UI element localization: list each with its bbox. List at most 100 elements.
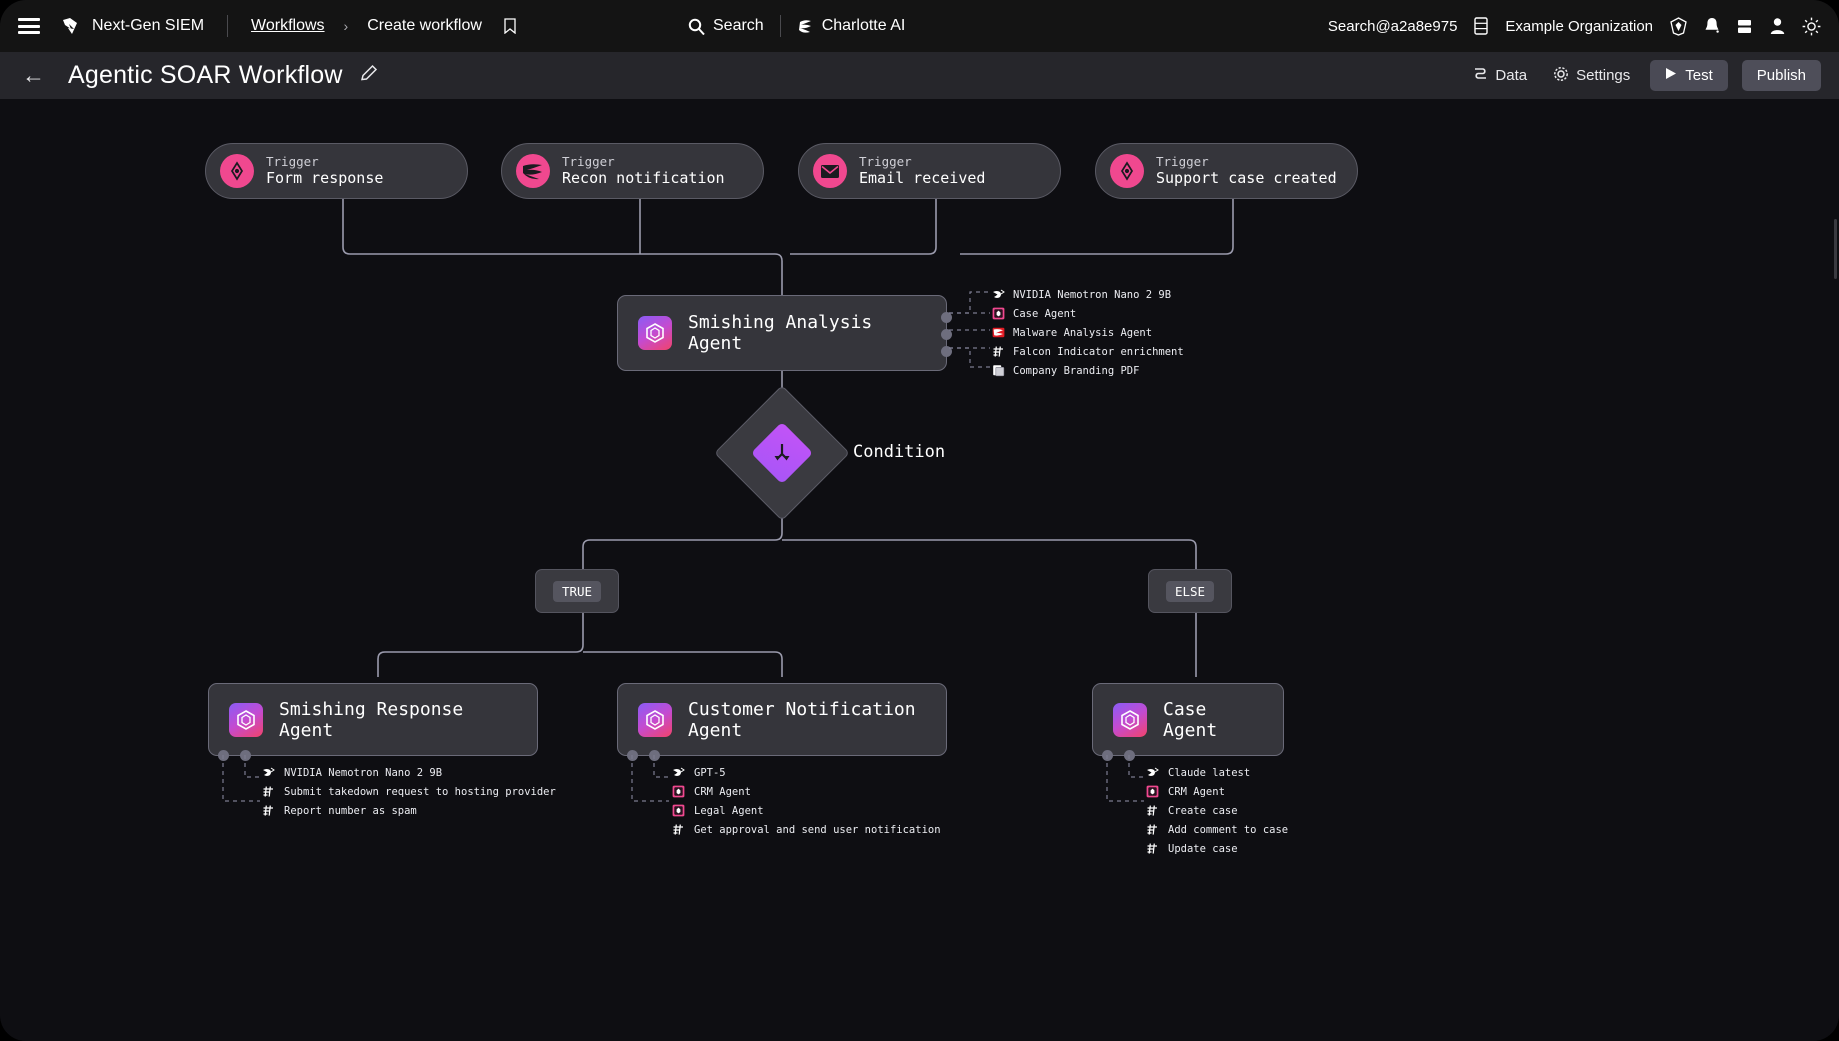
sub-item-label: Add comment to case xyxy=(1168,823,1289,836)
hamburger-icon[interactable] xyxy=(18,18,40,34)
trigger-name-label: Email received xyxy=(859,169,986,188)
trigger-node-email-received[interactable]: Trigger Email received xyxy=(798,143,1061,199)
case-agent-icon xyxy=(672,785,685,798)
edge-layer xyxy=(342,199,1234,677)
organization-label: Example Organization xyxy=(1505,17,1653,35)
play-icon xyxy=(1665,67,1677,84)
settings-label: Settings xyxy=(1576,67,1631,84)
server-icon[interactable] xyxy=(1473,17,1489,35)
divider xyxy=(227,15,229,37)
attachment-label: Company Branding PDF xyxy=(1013,364,1140,377)
bookmark-icon[interactable] xyxy=(503,18,517,34)
action-icon xyxy=(992,345,1005,358)
sub-item-label: GPT-5 xyxy=(694,766,726,779)
breadcrumb-workflows[interactable]: Workflows xyxy=(251,17,325,34)
attachment-item[interactable]: Company Branding PDF xyxy=(992,361,1184,380)
sub-item[interactable]: CRM Agent xyxy=(672,782,941,801)
data-icon xyxy=(1473,66,1488,85)
action-icon xyxy=(1146,823,1159,836)
organization-selector[interactable]: Example Organization xyxy=(1505,18,1653,35)
publish-button[interactable]: Publish xyxy=(1741,60,1821,91)
profile-icon[interactable] xyxy=(1769,17,1786,35)
sub-item[interactable]: Get approval and send user notification xyxy=(672,820,941,839)
sub-item-label: Legal Agent xyxy=(694,804,764,817)
trigger-kind-label: Trigger xyxy=(1156,153,1209,169)
agent-node-customer-notification[interactable]: Customer Notification Agent xyxy=(617,683,947,761)
trigger-name-label: Support case created xyxy=(1156,169,1337,188)
trigger-kind-label: Trigger xyxy=(859,153,912,169)
search-icon xyxy=(688,18,705,35)
attachment-label: Malware Analysis Agent xyxy=(1013,326,1153,339)
pencil-icon[interactable] xyxy=(359,63,379,88)
action-icon xyxy=(262,785,275,798)
branch-icon xyxy=(750,421,814,485)
sub-item-label: NVIDIA Nemotron Nano 2 9B xyxy=(284,766,443,779)
shield-icon[interactable] xyxy=(1669,16,1688,36)
global-top-bar: Next-Gen SIEM Workflows › Create workflo… xyxy=(0,0,1839,52)
branch-chip-true[interactable]: TRUE xyxy=(535,569,619,613)
attachment-list-analysis-agent: NVIDIA Nemotron Nano 2 9B Case Agent Mal… xyxy=(992,285,1184,380)
global-search-button[interactable]: Search xyxy=(688,17,764,35)
nvidia-icon xyxy=(262,766,275,779)
agent-cube-icon xyxy=(638,316,672,350)
sub-item-label: Report number as spam xyxy=(284,804,417,817)
sub-item[interactable]: CRM Agent xyxy=(1146,782,1288,801)
workflow-canvas[interactable]: Trigger Form response Trigger Recon noti… xyxy=(0,99,1839,1041)
action-icon xyxy=(262,804,275,817)
trigger-kind-label: Trigger xyxy=(562,153,615,169)
sub-item-label: CRM Agent xyxy=(694,785,751,798)
settings-button[interactable]: Settings xyxy=(1547,62,1636,90)
sub-item[interactable]: Add comment to case xyxy=(1146,820,1288,839)
brand-name: Next-Gen SIEM xyxy=(92,17,205,34)
bell-icon[interactable] xyxy=(1704,17,1720,35)
trigger-node-recon-notification[interactable]: Trigger Recon notification xyxy=(501,143,764,199)
agent-node-smishing-analysis[interactable]: Smishing Analysis Agent xyxy=(617,295,952,371)
trigger-node-form-response[interactable]: Trigger Form response xyxy=(205,143,468,199)
agent-cube-icon xyxy=(229,702,263,737)
nvidia-icon xyxy=(992,288,1005,301)
sub-item-label: Create case xyxy=(1168,804,1238,817)
brightness-icon[interactable] xyxy=(1802,17,1821,36)
agent-node-case-agent[interactable]: Case Agent xyxy=(1092,683,1284,761)
charlotte-ai-button[interactable]: Charlotte AI xyxy=(797,17,905,35)
page-title: Agentic SOAR Workflow xyxy=(68,61,343,89)
back-arrow-icon[interactable]: ← xyxy=(22,62,45,88)
workflow-trigger-icon xyxy=(220,154,254,188)
sub-item-label: Update case xyxy=(1168,842,1238,855)
output-port[interactable] xyxy=(941,312,952,323)
branch-chip-else[interactable]: ELSE xyxy=(1148,569,1232,613)
output-port[interactable] xyxy=(941,346,952,357)
sub-item[interactable]: Update case xyxy=(1146,839,1288,858)
attachment-item[interactable]: Malware Analysis Agent xyxy=(992,323,1184,342)
sub-item[interactable]: NVIDIA Nemotron Nano 2 9B xyxy=(262,763,556,782)
case-agent-icon xyxy=(672,804,685,817)
layers-icon[interactable] xyxy=(1736,18,1753,35)
user-account-label[interactable]: Search@a2a8e975 xyxy=(1327,17,1458,35)
sub-item[interactable]: Claude latest xyxy=(1146,763,1288,782)
sub-item[interactable]: GPT-5 xyxy=(672,763,941,782)
attachment-item[interactable]: Falcon Indicator enrichment xyxy=(992,342,1184,361)
trigger-node-support-case-created[interactable]: Trigger Support case created xyxy=(1095,143,1358,199)
canvas-scrollbar[interactable] xyxy=(1834,219,1837,279)
attachment-item[interactable]: Case Agent xyxy=(992,304,1184,323)
output-port[interactable] xyxy=(941,329,952,340)
test-button[interactable]: Test xyxy=(1650,60,1728,91)
sub-item[interactable]: Submit takedown request to hosting provi… xyxy=(262,782,556,801)
agent-cube-icon xyxy=(638,702,672,737)
sub-item[interactable]: Create case xyxy=(1146,801,1288,820)
agent-node-smishing-response[interactable]: Smishing Response Agent xyxy=(208,683,538,761)
sub-item-label: Claude latest xyxy=(1168,766,1251,779)
agent-label: Customer Notification Agent xyxy=(688,698,916,741)
divider xyxy=(779,15,781,37)
attachment-label: NVIDIA Nemotron Nano 2 9B xyxy=(1013,288,1172,301)
action-icon xyxy=(1146,842,1159,855)
sub-item[interactable]: Legal Agent xyxy=(672,801,941,820)
attachment-item[interactable]: NVIDIA Nemotron Nano 2 9B xyxy=(992,285,1184,304)
data-button[interactable]: Data xyxy=(1467,62,1533,89)
sub-item[interactable]: Report number as spam xyxy=(262,801,556,820)
agent-cube-icon xyxy=(1113,702,1147,737)
sub-item-label: Get approval and send user notification xyxy=(694,823,941,836)
condition-node[interactable] xyxy=(714,385,850,521)
condition-label: Condition xyxy=(853,442,946,462)
